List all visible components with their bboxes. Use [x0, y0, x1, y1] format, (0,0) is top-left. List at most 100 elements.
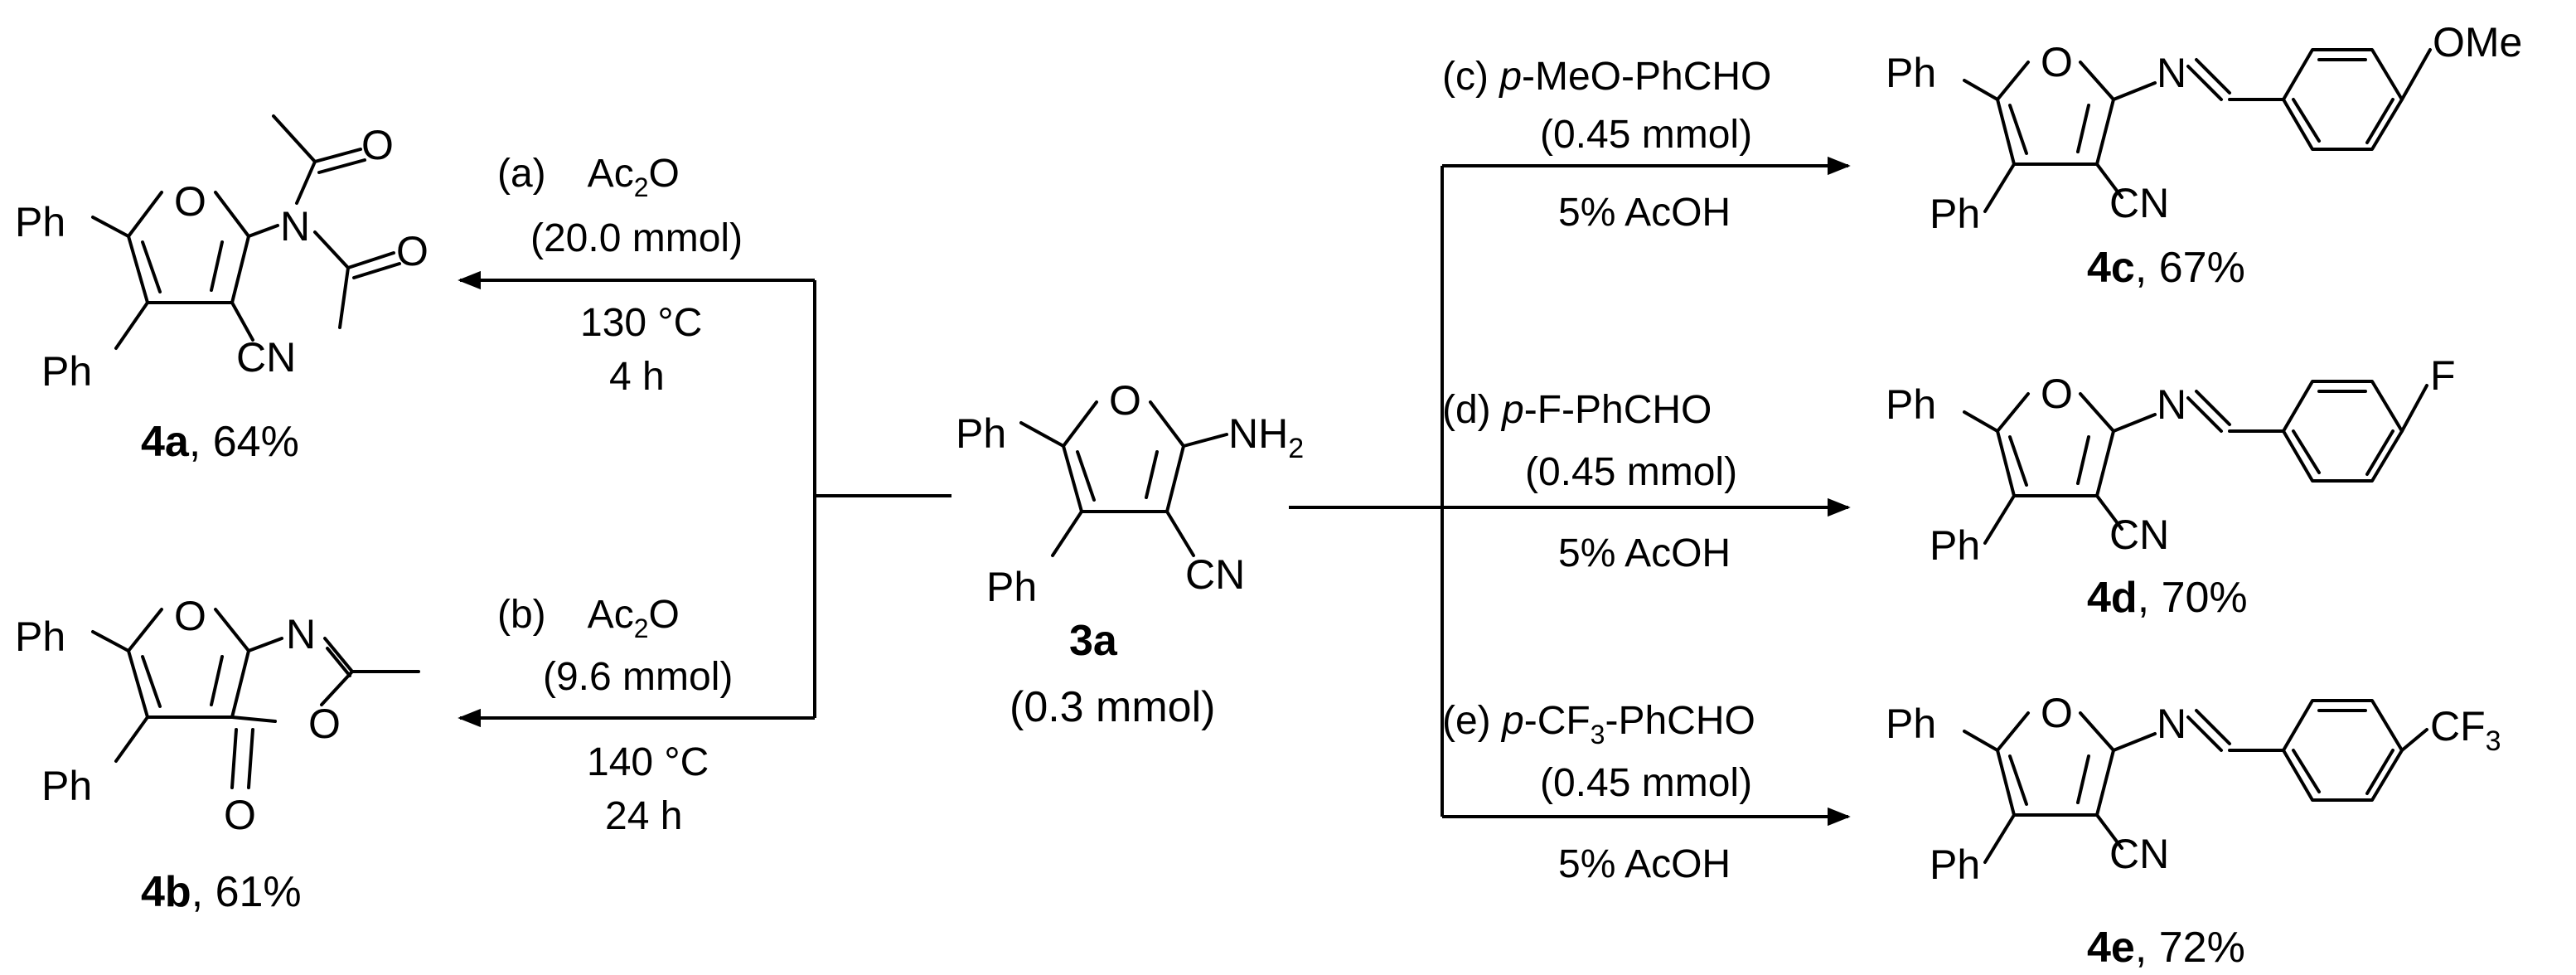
ring-oxygen-label: O: [2041, 690, 2073, 736]
condition-catalyst: 5% AcOH: [1558, 842, 1731, 886]
left-arrow-system: [458, 270, 951, 728]
furan-ring-4a: [127, 191, 250, 304]
ph-label: Ph: [1930, 522, 1980, 569]
bond-to-ph-bottom: [114, 715, 149, 763]
nitrogen-label: N: [286, 611, 316, 657]
furan-ring-4d: [1996, 392, 2115, 497]
product-4c: Ph O N OMe Ph CN 4c, 67%: [1886, 19, 2522, 292]
condition-reagent: (b)Ac2O: [497, 593, 680, 643]
bond-to-ph-bottom: [1983, 162, 2016, 213]
conditions-e: (e) p-CF3-PhCHO (0.45 mmol) 5% AcOH: [1442, 699, 1755, 886]
bond-to-ph-bottom: [1983, 494, 2016, 545]
bond-to-nitrogen: [2112, 413, 2157, 433]
amine-label: NH2: [1228, 410, 1304, 464]
condition-catalyst: 5% AcOH: [1558, 531, 1731, 575]
condition-reagent: (e) p-CF3-PhCHO: [1442, 699, 1755, 749]
bond-to-ph-bottom: [1051, 510, 1083, 557]
condition-temperature: 140 °C: [587, 740, 709, 784]
acetyl-bonds-upper: [272, 114, 366, 205]
benzene-ring-4c: [2282, 48, 2404, 151]
condition-time: 24 h: [605, 794, 682, 838]
ph-label: Ph: [986, 564, 1037, 610]
ph-label: Ph: [1886, 50, 1936, 96]
nitrile-label: CN: [2109, 180, 2169, 226]
ph-label: Ph: [15, 199, 65, 245]
bond-to-ph-top: [1963, 410, 1999, 433]
ph-label: Ph: [15, 614, 65, 660]
furan-ring-3a: [1062, 400, 1185, 513]
nitrile-label: CN: [2109, 831, 2169, 877]
bond-to-ph-bottom: [1983, 813, 2016, 864]
ring-oxygen-label: O: [2041, 39, 2073, 85]
nitrile-label: CN: [236, 334, 296, 381]
condition-reagent: (a)Ac2O: [497, 152, 680, 202]
acetyl-bonds-lower: [313, 230, 401, 329]
bond-to-cn: [2095, 813, 2123, 850]
imine-double-bond: [326, 647, 351, 677]
ring-oxygen-label: O: [174, 178, 206, 225]
starting-material-3a: Ph O NH2 Ph CN 3a (0.3 mmol): [956, 377, 1304, 731]
bond-to-cn: [230, 301, 254, 342]
imine-double-bond: [2186, 390, 2231, 433]
carbonyl-oxygen-label: O: [396, 228, 429, 274]
ring-oxygen-label: O: [2041, 371, 2073, 417]
condition-amount: (0.45 mmol): [1525, 450, 1737, 494]
condition-temperature: 130 °C: [580, 301, 702, 345]
ph-label: Ph: [1886, 701, 1936, 747]
ph-label: Ph: [1930, 191, 1980, 237]
product-caption: 4e, 72%: [2087, 924, 2245, 972]
nitrogen-label: N: [2157, 50, 2186, 96]
ring-oxygen-label: O: [1109, 377, 1141, 424]
product-4e: Ph O N CF3 Ph CN 4e, 72%: [1886, 690, 2501, 972]
bond-to-substituent: [2400, 728, 2428, 752]
bond-to-substituent: [2400, 384, 2428, 433]
amount-label: (0.3 mmol): [1010, 683, 1215, 731]
furan-ring-4c: [1996, 61, 2115, 166]
compound-id-3a: 3a: [1069, 617, 1118, 665]
nitrile-label: CN: [2109, 512, 2169, 558]
bond-to-cn: [1165, 510, 1195, 557]
conditions-c: (c) p-MeO-PhCHO (0.45 mmol) 5% AcOH: [1442, 55, 1771, 235]
substituent-label: OMe: [2433, 19, 2522, 65]
conditions-b: (b)Ac2O (9.6 mmol) 140 °C 24 h: [497, 593, 733, 838]
benzene-ring-4e: [2282, 699, 2404, 802]
condition-reagent: (d) p-F-PhCHO: [1442, 388, 1712, 432]
product-caption: 4d, 70%: [2087, 574, 2248, 622]
bond-to-cn: [2095, 494, 2123, 531]
substituent-label: CF3: [2430, 703, 2501, 757]
ph-label: Ph: [1886, 381, 1936, 428]
furan-ring-4e: [1996, 711, 2115, 817]
ph-label: Ph: [1930, 842, 1980, 888]
product-caption: 4a, 64%: [141, 418, 299, 466]
ph-label: Ph: [41, 763, 92, 809]
bond-to-nitrogen: [247, 224, 279, 238]
bond-to-cn: [2095, 162, 2123, 199]
condition-catalyst: 5% AcOH: [1558, 191, 1731, 235]
carbonyl-oxygen-label: O: [224, 792, 256, 838]
nitrogen-label: N: [2157, 381, 2186, 428]
product-caption: 4b, 61%: [141, 868, 302, 916]
carbonyl-oxygen-label: O: [361, 122, 394, 168]
substituent-label: F: [2430, 352, 2456, 399]
ring-oxygen-label: O: [174, 593, 206, 639]
bond-to-nitrogen: [2112, 732, 2157, 752]
bond-to-substituent: [2400, 48, 2432, 101]
ring-oxygen-label: O: [308, 701, 341, 747]
right-arrow-system: [1289, 156, 1851, 827]
condition-amount: (0.45 mmol): [1540, 113, 1752, 157]
bond-to-ph-top: [91, 630, 130, 652]
condition-time: 4 h: [609, 355, 665, 399]
nitrile-label: CN: [1185, 551, 1245, 598]
condition-amount: (0.45 mmol): [1540, 761, 1752, 805]
bond-to-ph-top: [1963, 730, 1999, 752]
bond-to-ph-top: [1963, 79, 1999, 101]
ph-label: Ph: [956, 410, 1006, 457]
bond-to-nitrogen: [2112, 81, 2157, 101]
product-4b: Ph O N O O Ph 4b, 61%: [15, 593, 420, 916]
bond-to-ph-top: [91, 216, 130, 238]
ph-label: Ph: [41, 348, 92, 395]
product-4d: Ph O N F Ph CN 4d, 70%: [1886, 352, 2456, 622]
condition-amount: (9.6 mmol): [543, 655, 733, 699]
furan-ring-4b: [127, 608, 250, 719]
